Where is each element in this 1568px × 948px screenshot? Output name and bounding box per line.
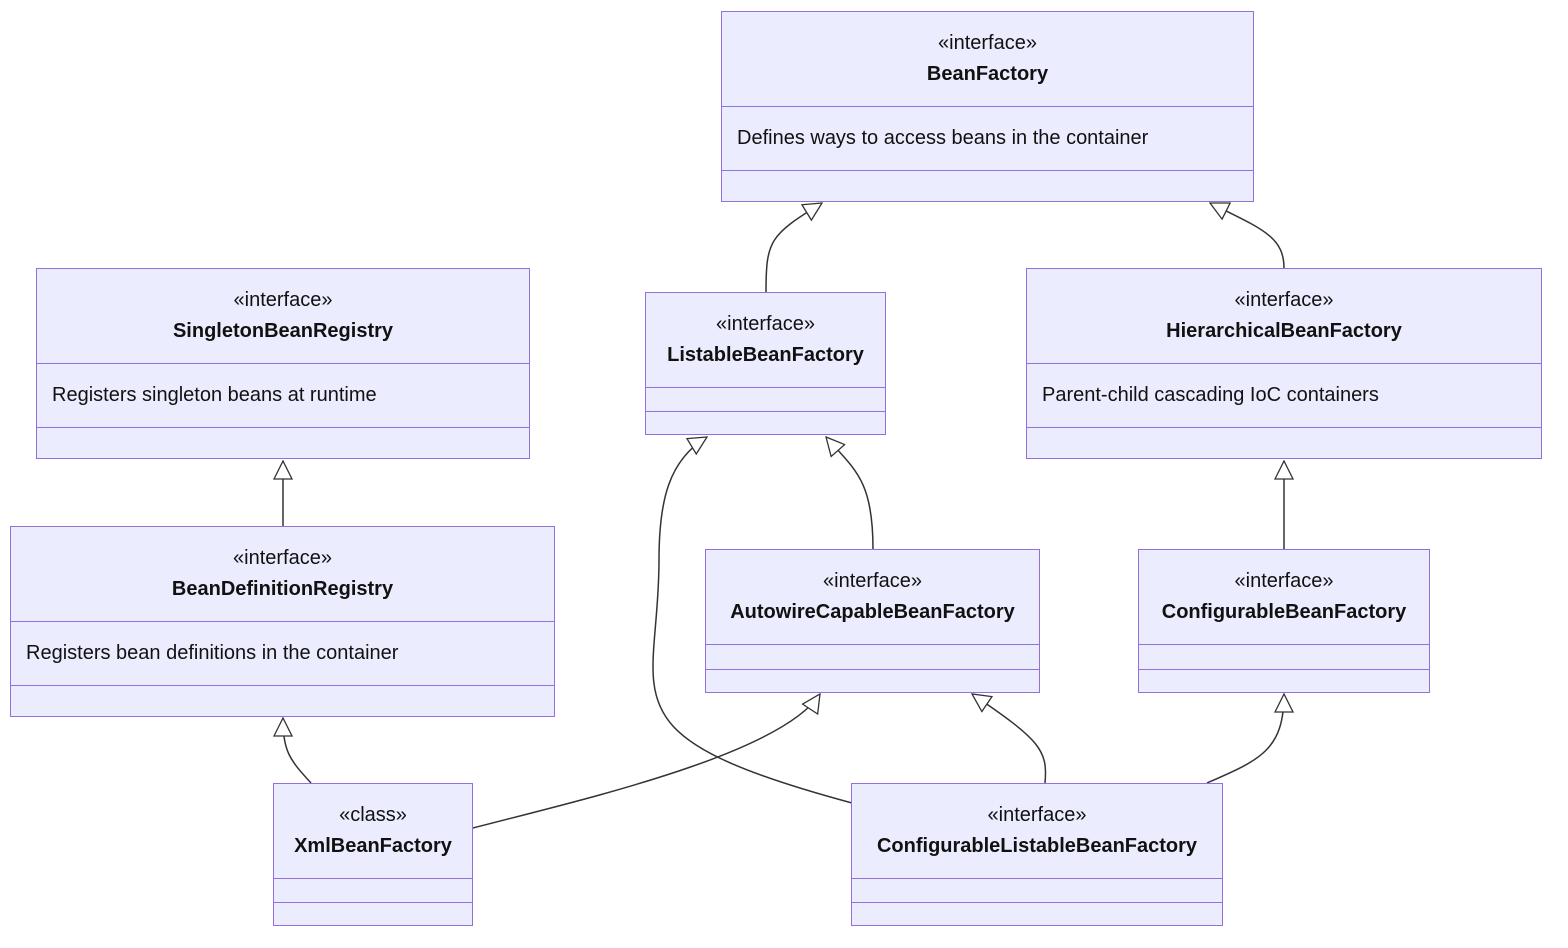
class-name: AutowireCapableBeanFactory <box>730 601 1015 623</box>
attributes-section: Parent-child cascading IoC containers <box>1027 364 1541 428</box>
attributes-section <box>646 388 885 412</box>
class-singletonbeanregistry[interactable]: «interface» SingletonBeanRegistry Regist… <box>36 268 530 459</box>
edge-xmlbeanfactory-to-autowirecapablebeanfactory <box>472 694 820 829</box>
class-configurablebeanfactory[interactable]: «interface» ConfigurableBeanFactory <box>1138 549 1430 693</box>
class-name: ConfigurableBeanFactory <box>1161 601 1407 623</box>
class-header: «interface» SingletonBeanRegistry <box>37 269 529 364</box>
class-xmlbeanfactory[interactable]: «class» XmlBeanFactory <box>273 783 473 926</box>
methods-section <box>852 903 1222 925</box>
stereotype-label: «interface» <box>823 570 922 592</box>
class-configurablelistablebeanfactory[interactable]: «interface» ConfigurableListableBeanFact… <box>851 783 1223 926</box>
attributes-section <box>1139 645 1429 670</box>
attributes-section <box>852 879 1222 903</box>
class-header: «class» XmlBeanFactory <box>274 784 472 879</box>
methods-section <box>37 428 529 457</box>
class-header: «interface» HierarchicalBeanFactory <box>1027 269 1541 364</box>
class-header: «interface» BeanDefinitionRegistry <box>11 527 554 622</box>
class-beanfactory[interactable]: «interface» BeanFactory Defines ways to … <box>721 11 1254 202</box>
class-name: XmlBeanFactory <box>294 835 452 857</box>
methods-section <box>1139 670 1429 691</box>
class-name: HierarchicalBeanFactory <box>1166 320 1402 342</box>
class-name: BeanFactory <box>926 63 1049 85</box>
class-header: «interface» ListableBeanFactory <box>646 293 885 388</box>
stereotype-label: «interface» <box>987 804 1087 826</box>
stereotype-label: «interface» <box>938 32 1037 54</box>
stereotype-label: «interface» <box>1234 570 1334 592</box>
attributes-section <box>706 645 1039 670</box>
methods-section <box>1027 428 1541 457</box>
stereotype-label: «interface» <box>233 289 333 311</box>
class-header: «interface» BeanFactory <box>722 12 1253 107</box>
class-note: Defines ways to access beans in the cont… <box>737 127 1149 149</box>
class-note: Registers singleton beans at runtime <box>52 384 377 406</box>
methods-section <box>646 412 885 434</box>
class-listablebeanfactory[interactable]: «interface» ListableBeanFactory <box>645 292 886 435</box>
edge-configurablelistablebeanfactory-to-listablebeanfactory <box>652 437 853 804</box>
edge-autowirecapablebeanfactory-to-listablebeanfactory <box>826 437 874 550</box>
class-header: «interface» AutowireCapableBeanFactory <box>706 550 1039 645</box>
stereotype-label: «class» <box>339 804 407 826</box>
class-name: ConfigurableListableBeanFactory <box>876 835 1198 857</box>
attributes-section: Registers singleton beans at runtime <box>37 364 529 428</box>
methods-section <box>274 903 472 925</box>
attributes-section: Registers bean definitions in the contai… <box>11 622 554 686</box>
edge-xmlbeanfactory-to-beandefinitionregistry <box>283 718 312 784</box>
edge-hierarchicalbeanfactory-to-beanfactory <box>1210 202 1285 269</box>
attributes-section <box>274 879 472 903</box>
class-name: BeanDefinitionRegistry <box>171 578 394 600</box>
class-autowirecapablebeanfactory[interactable]: «interface» AutowireCapableBeanFactory <box>705 549 1040 693</box>
class-header: «interface» ConfigurableListableBeanFact… <box>852 784 1222 879</box>
edge-configurablelistablebeanfactory-to-configurablebeanfactory <box>1206 694 1284 784</box>
methods-section <box>706 670 1039 691</box>
class-note: Parent-child cascading IoC containers <box>1042 384 1379 406</box>
class-note: Registers bean definitions in the contai… <box>26 642 399 664</box>
attributes-section: Defines ways to access beans in the cont… <box>722 107 1253 171</box>
edge-configurablelistablebeanfactory-to-autowirecapablebeanfactory <box>972 694 1047 784</box>
methods-section <box>722 171 1253 200</box>
class-header: «interface» ConfigurableBeanFactory <box>1139 550 1429 645</box>
stereotype-label: «interface» <box>716 313 815 335</box>
class-hierarchicalbeanfactory[interactable]: «interface» HierarchicalBeanFactory Pare… <box>1026 268 1542 459</box>
stereotype-label: «interface» <box>1234 289 1334 311</box>
class-name: ListableBeanFactory <box>667 344 864 366</box>
class-beandefinitionregistry[interactable]: «interface» BeanDefinitionRegistry Regis… <box>10 526 555 717</box>
methods-section <box>11 686 554 715</box>
stereotype-label: «interface» <box>233 547 332 569</box>
class-name: SingletonBeanRegistry <box>172 320 394 342</box>
edge-listablebeanfactory-to-beanfactory <box>765 203 822 293</box>
